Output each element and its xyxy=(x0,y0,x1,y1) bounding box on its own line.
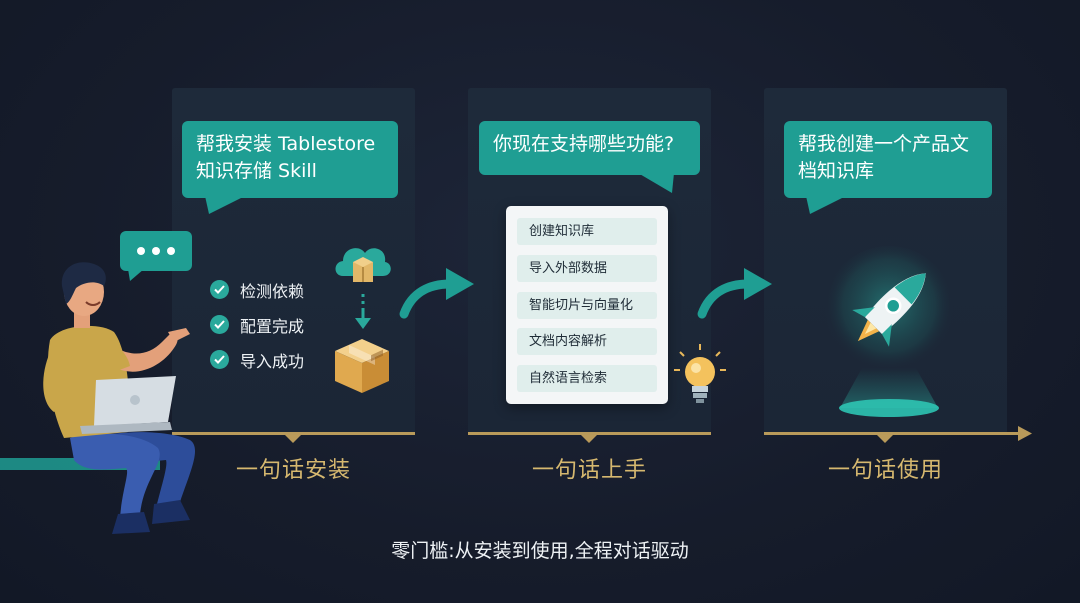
function-item-chunk-vectorize: 智能切片与向量化 xyxy=(517,292,657,319)
function-list-card: 创建知识库 导入外部数据 智能切片与向量化 文档内容解析 自然语言检索 xyxy=(506,206,668,404)
chat-dots-icon xyxy=(120,231,192,271)
checklist-label: 导入成功 xyxy=(240,351,305,371)
prompt-bubble-install: 帮我安装 Tablestore 知识存储 Skill xyxy=(182,121,398,198)
checklist-label: 检测依赖 xyxy=(240,281,305,301)
checklist-label: 配置完成 xyxy=(240,316,305,336)
step-label-onboard: 一句话上手 xyxy=(531,458,647,483)
timeline-segment-3 xyxy=(764,432,1022,435)
rocket-icon xyxy=(823,246,955,417)
bubble-tail-3 xyxy=(806,196,846,214)
checklist-item: 检测依赖 xyxy=(210,272,304,307)
function-item-search: 自然语言检索 xyxy=(517,365,657,392)
download-arrow-icon xyxy=(355,294,371,329)
prompt-text-onboard: 你现在支持哪些功能? xyxy=(493,133,675,155)
function-item-import: 导入外部数据 xyxy=(517,255,657,282)
bubble-tail-2 xyxy=(638,173,674,193)
timeline-arrow-head-icon xyxy=(1018,426,1032,441)
timeline-notch-3 xyxy=(876,434,894,443)
package-box-icon xyxy=(335,339,389,393)
prompt-bubble-onboard: 你现在支持哪些功能? xyxy=(479,121,700,175)
timeline-notch-1 xyxy=(284,434,302,443)
prompt-text-install: 帮我安装 Tablestore 知识存储 Skill xyxy=(196,133,376,182)
cloud-download-icon xyxy=(335,248,391,282)
check-icon xyxy=(210,315,229,334)
timeline-notch-2 xyxy=(580,434,598,443)
step-label-install: 一句话安装 xyxy=(235,458,351,483)
chat-dot xyxy=(167,247,175,255)
timeline-segment-2 xyxy=(468,432,711,435)
bubble-tail-1 xyxy=(205,196,245,214)
timeline-segment-1 xyxy=(172,432,415,435)
check-icon xyxy=(210,280,229,299)
step-label-use: 一句话使用 xyxy=(827,458,943,483)
prompt-text-use: 帮我创建一个产品文档知识库 xyxy=(798,133,970,182)
check-icon xyxy=(210,350,229,369)
curved-arrow-icon xyxy=(697,268,772,319)
prompt-bubble-use: 帮我创建一个产品文档知识库 xyxy=(784,121,992,198)
checklist-item: 导入成功 xyxy=(210,342,304,377)
footer-caption: 零门槛:从安装到使用,全程对话驱动 xyxy=(391,540,689,562)
function-item-parse: 文档内容解析 xyxy=(517,328,657,355)
chat-dot xyxy=(152,247,160,255)
chat-bubble-tail xyxy=(128,269,144,281)
person-with-laptop-icon xyxy=(43,262,196,534)
checklist-item: 配置完成 xyxy=(210,307,304,342)
chat-dot xyxy=(137,247,145,255)
function-item-create-kb: 创建知识库 xyxy=(517,218,657,245)
lightbulb-icon xyxy=(674,344,726,403)
install-checklist: 检测依赖 配置完成 导入成功 xyxy=(210,272,304,377)
curved-arrow-icon xyxy=(399,268,474,319)
